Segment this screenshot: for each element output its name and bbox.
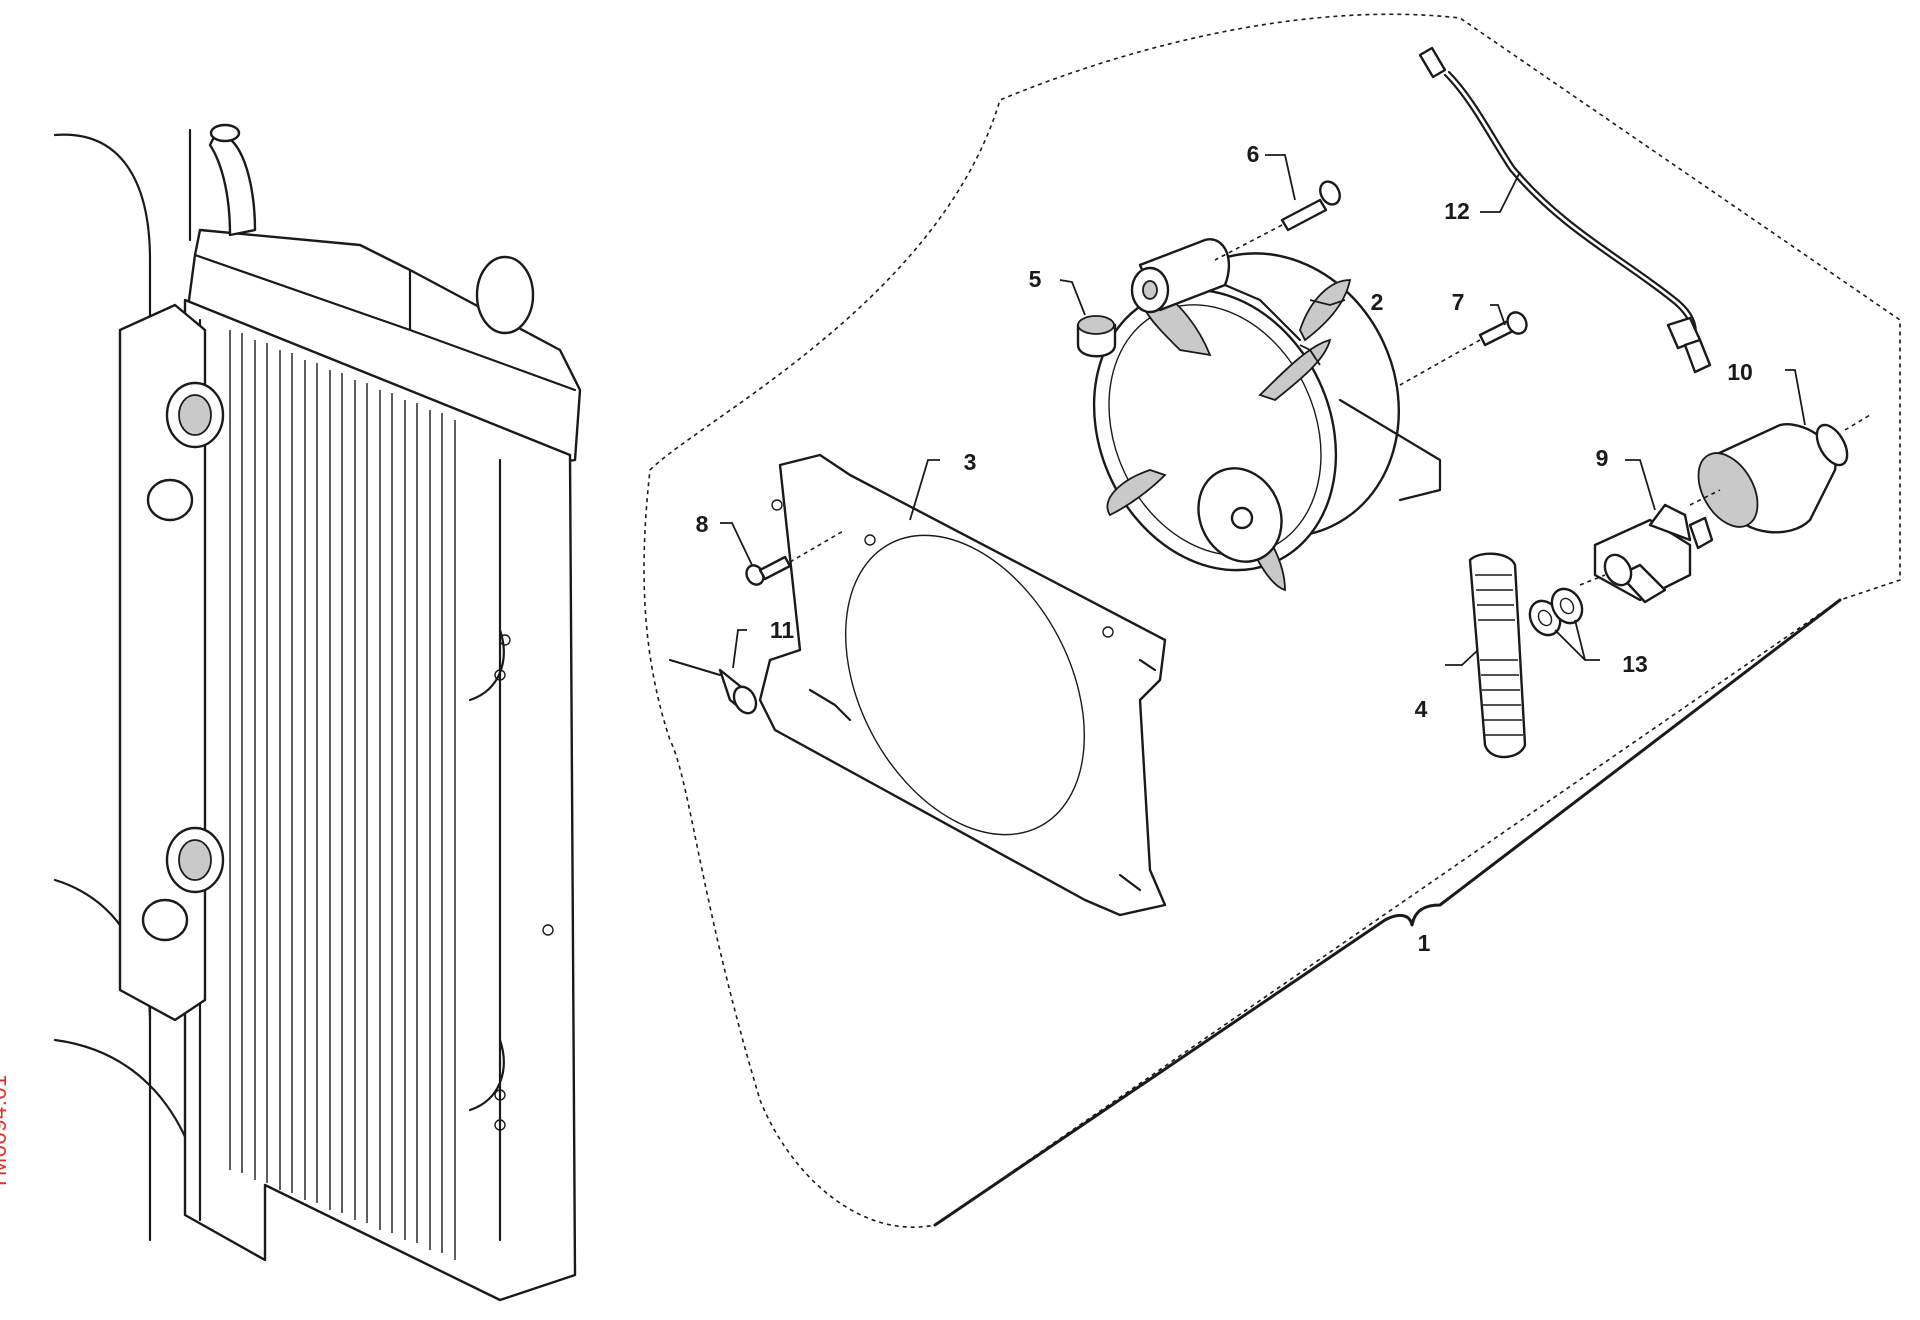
callout-label-5: 5 — [1029, 266, 1042, 292]
callout-label-8: 8 — [696, 511, 709, 537]
callout-label-3: 3 — [964, 449, 977, 475]
wiring-lead — [1418, 46, 1712, 374]
callout-label-1: 1 — [1418, 930, 1431, 956]
fan-shroud-frame — [758, 453, 1167, 917]
callout-label-11: 11 — [770, 617, 795, 643]
radiator — [53, 123, 582, 1302]
kit-bracket-line — [933, 598, 1842, 1227]
drawing-reference-code: TM0094.01 — [0, 1074, 11, 1190]
callout-leaders — [720, 154, 1806, 669]
callout-label-7: 7 — [1452, 289, 1465, 315]
thermo-switch-cover — [1689, 414, 1871, 534]
callout-label-2: 2 — [1371, 289, 1384, 315]
cooling-fan — [1092, 238, 1442, 592]
rivet — [668, 658, 758, 715]
kit-boundary — [643, 13, 1901, 1228]
coolant-hose — [1468, 552, 1527, 759]
sealing-washers — [1528, 587, 1584, 637]
callout-labels: 1 2 3 4 5 6 7 8 9 10 11 12 13 — [696, 141, 1753, 956]
callout-label-13: 13 — [1622, 651, 1648, 677]
rubber-bush — [1076, 315, 1117, 358]
callout-label-6: 6 — [1247, 141, 1260, 167]
screw-6 — [1214, 180, 1341, 261]
callout-label-9: 9 — [1596, 445, 1609, 471]
callout-label-12: 12 — [1444, 198, 1470, 224]
callout-label-10: 10 — [1727, 359, 1753, 385]
screw-8 — [745, 529, 846, 586]
callout-label-4: 4 — [1415, 696, 1428, 722]
thermo-switch — [1579, 503, 1714, 604]
screw-7 — [1399, 311, 1528, 386]
